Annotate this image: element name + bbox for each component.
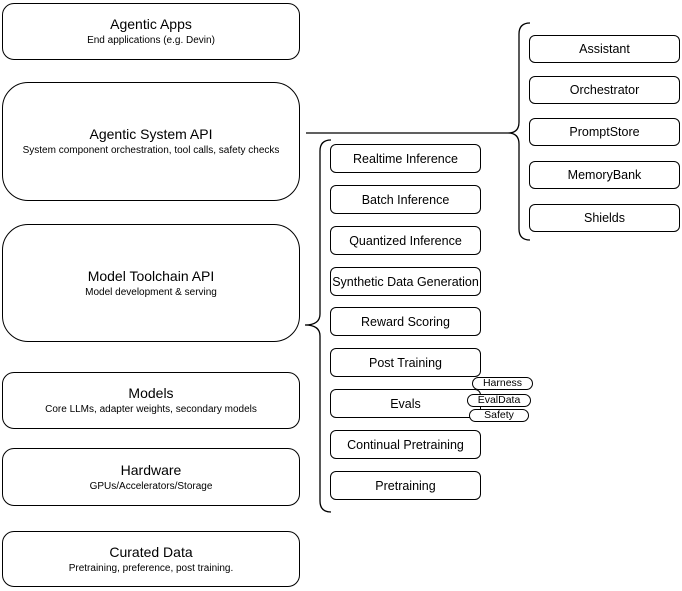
layer-agentic-system-api-subtitle: System component orchestration, tool cal… (22, 145, 280, 156)
layer-curated-data-title: Curated Data (109, 543, 193, 560)
service-continual-pretraining: Continual Pretraining (330, 430, 481, 459)
eval-tag-safety: Safety (469, 409, 529, 422)
component-assistant: Assistant (529, 35, 680, 63)
eval-tag-evaldata: EvalData (467, 394, 531, 407)
layer-model-toolchain-api-subtitle: Model development & serving (85, 286, 217, 298)
layer-models: Models Core LLMs, adapter weights, secon… (2, 372, 300, 429)
component-shields: Shields (529, 204, 680, 232)
service-post-training: Post Training (330, 348, 481, 377)
service-quantized-inference: Quantized Inference (330, 226, 481, 255)
component-orchestrator: Orchestrator (529, 76, 680, 104)
layer-curated-data: Curated Data Pretraining, preference, po… (2, 531, 300, 587)
layer-curated-data-subtitle: Pretraining, preference, post training. (68, 562, 234, 574)
service-batch-inference: Batch Inference (330, 185, 481, 214)
service-synthetic-data-generation: Synthetic Data Generation (330, 267, 481, 296)
component-promptstore: PromptStore (529, 118, 680, 146)
toolchain-services-brace (304, 139, 332, 513)
service-pretraining: Pretraining (330, 471, 481, 500)
service-realtime-inference: Realtime Inference (330, 144, 481, 173)
system-components-brace (507, 22, 531, 241)
layer-agentic-system-api: Agentic System API System component orch… (2, 82, 300, 201)
layer-agentic-system-api-title: Agentic System API (89, 126, 213, 142)
layer-hardware-title: Hardware (120, 461, 182, 478)
component-memorybank: MemoryBank (529, 161, 680, 189)
layer-agentic-apps-title: Agentic Apps (110, 16, 192, 32)
layer-models-title: Models (128, 385, 174, 401)
layer-hardware-subtitle: GPUs/Accelerators/Storage (89, 480, 213, 492)
layer-agentic-apps: Agentic Apps End applications (e.g. Devi… (2, 3, 300, 60)
layer-models-subtitle: Core LLMs, adapter weights, secondary mo… (45, 404, 257, 415)
layer-model-toolchain-api: Model Toolchain API Model development & … (2, 224, 300, 342)
layer-agentic-apps-subtitle: End applications (e.g. Devin) (87, 35, 215, 46)
layer-model-toolchain-api-title: Model Toolchain API (87, 267, 215, 284)
service-evals: Evals (330, 389, 481, 418)
layer-hardware: Hardware GPUs/Accelerators/Storage (2, 448, 300, 506)
service-reward-scoring: Reward Scoring (330, 307, 481, 336)
eval-tag-harness: Harness (472, 377, 533, 390)
